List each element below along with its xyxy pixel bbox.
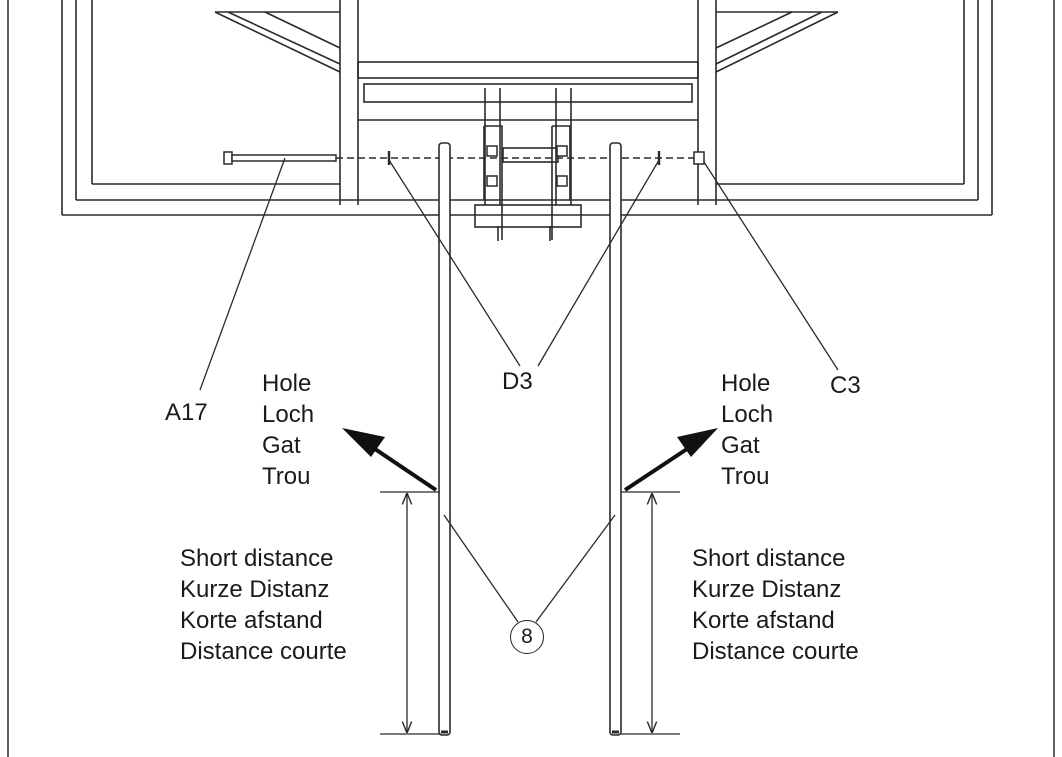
hole-arrows	[342, 428, 718, 492]
hole-label-right: Hole Loch Gat Trou	[721, 368, 773, 492]
hole-label-de: Loch	[721, 401, 774, 428]
distance-label-nl: Korte afstand	[180, 607, 323, 634]
distance-label-de: Kurze Distanz	[692, 576, 842, 603]
distance-label-fr: Distance courte	[692, 638, 859, 665]
hole-label-left: Hole Loch Gat Trou	[262, 368, 314, 492]
dimension-left	[380, 491, 440, 735]
pole-left	[438, 142, 451, 736]
distance-label-left: Short distance Kurze Distanz Korte afsta…	[180, 543, 347, 667]
part-number-circle: 8	[510, 620, 544, 654]
hole-label-nl: Gat	[262, 432, 301, 459]
distance-label-en: Short distance	[180, 545, 334, 572]
washers-d3	[387, 151, 661, 165]
bolt-a17	[223, 151, 337, 165]
page-frame	[7, 0, 1055, 757]
backboard-frame	[61, 0, 993, 241]
hole-label-fr: Trou	[262, 463, 311, 490]
hole-label-de: Loch	[262, 401, 315, 428]
distance-label-de: Kurze Distanz	[180, 576, 330, 603]
distance-label-fr: Distance courte	[180, 638, 347, 665]
leader-lines	[199, 157, 839, 623]
nut-c3	[693, 151, 705, 165]
distance-label-nl: Korte afstand	[692, 607, 835, 634]
distance-label-right: Short distance Kurze Distanz Korte afsta…	[692, 543, 859, 667]
hole-label-en: Hole	[721, 370, 771, 397]
callout-d3: D3	[502, 368, 533, 395]
pole-right	[609, 142, 622, 736]
hole-label-nl: Gat	[721, 432, 760, 459]
hole-label-fr: Trou	[721, 463, 770, 490]
callout-a17: A17	[165, 399, 208, 426]
dimension-right	[621, 491, 680, 735]
distance-label-en: Short distance	[692, 545, 846, 572]
bolt-heads	[486, 145, 568, 187]
hole-label-en: Hole	[262, 370, 312, 397]
callout-c3: C3	[830, 372, 861, 399]
